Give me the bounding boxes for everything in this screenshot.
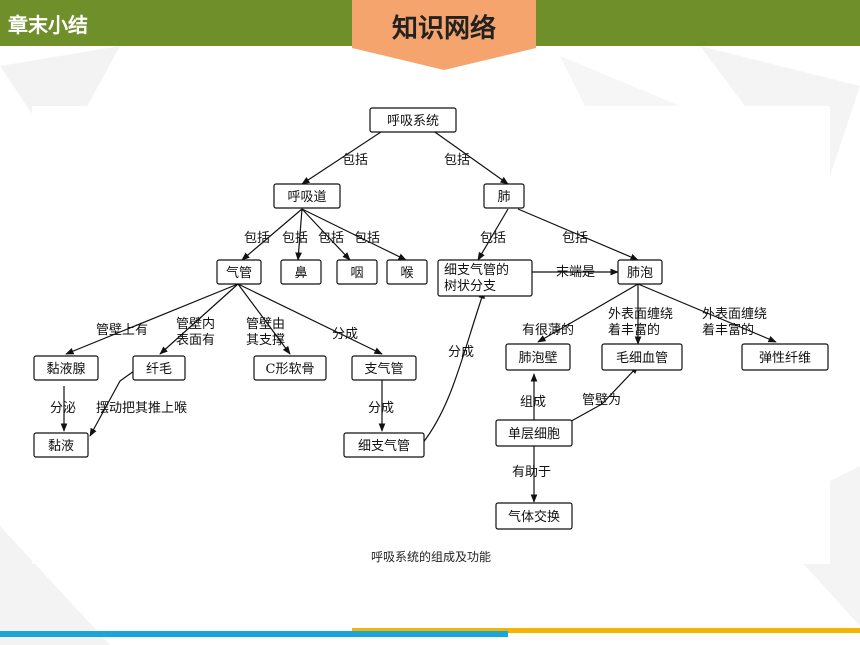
- label-branch-1: 分成: [332, 327, 358, 342]
- node-lung: 肺: [497, 190, 510, 205]
- node-monolayer: 单层细胞: [508, 427, 560, 442]
- node-capillary: 毛细血管: [616, 351, 668, 366]
- label-branch-2: 分成: [368, 401, 394, 416]
- footer-accent-blue: [0, 631, 508, 637]
- node-trachea: 气管: [226, 265, 252, 281]
- label-secrete: 分泌: [50, 401, 76, 416]
- node-elastic-fiber: 弹性纤维: [759, 351, 811, 366]
- node-larynx: 喉: [400, 266, 413, 281]
- label-include-4: 包括: [282, 231, 308, 246]
- section-label: 章末小结: [8, 13, 88, 37]
- label-include-3: 包括: [244, 231, 270, 246]
- label-include-2: 包括: [444, 153, 470, 168]
- label-branch-3: 分成: [448, 345, 474, 360]
- concept-map: 呼吸系统 呼吸道 肺 气管 鼻 咽 喉 细支气管的树状分支 肺泡 黏液腺 纤毛 …: [32, 106, 830, 564]
- label-composed: 组成: [520, 395, 546, 410]
- node-pharynx: 咽: [350, 266, 363, 281]
- label-include-1: 包括: [342, 153, 368, 168]
- label-inner-surface-1: 管壁内: [176, 316, 215, 332]
- label-supported-1: 管壁由: [246, 317, 285, 332]
- diagram-caption: 呼吸系统的组成及功能: [371, 549, 491, 564]
- node-bronchus: 支气管: [364, 361, 403, 377]
- node-gas-exchange: 气体交换: [508, 509, 560, 525]
- label-include-7: 包括: [480, 231, 506, 246]
- node-respiratory-system: 呼吸系统: [387, 114, 439, 129]
- label-wrapped-1b: 着丰富的: [608, 322, 660, 338]
- page-title: 知识网络: [391, 14, 496, 44]
- node-airway: 呼吸道: [287, 190, 326, 205]
- label-wrapped-2a: 外表面缠绕: [702, 306, 767, 322]
- node-alveolus: 肺泡: [627, 266, 653, 281]
- label-wall-has: 管壁上有: [96, 323, 148, 338]
- label-thin: 有很薄的: [522, 322, 574, 338]
- node-small-bronchi: 细支气管: [358, 438, 410, 454]
- node-bronchiole-tree: 细支气管的树状分支: [444, 262, 509, 294]
- node-nose: 鼻: [294, 265, 307, 281]
- label-wall-is: 管壁为: [582, 393, 621, 408]
- label-helps: 有助于: [512, 465, 551, 480]
- label-wrapped-2b: 着丰富的: [702, 322, 754, 338]
- label-supported-2: 其支撑: [246, 333, 285, 348]
- label-include-8: 包括: [562, 231, 588, 246]
- node-mucus: 黏液: [48, 438, 74, 454]
- node-alveolar-wall: 肺泡壁: [518, 351, 557, 366]
- label-inner-surface-2: 表面有: [176, 333, 215, 348]
- title-tab: [352, 0, 536, 70]
- footer-accent-yellow: [352, 628, 860, 633]
- node-mucous-gland: 黏液腺: [46, 361, 85, 377]
- label-terminal-is: 末端是: [556, 265, 595, 280]
- label-include-6: 包括: [354, 231, 380, 246]
- label-wrapped-1a: 外表面缠绕: [608, 306, 673, 322]
- node-cilia: 纤毛: [146, 362, 172, 377]
- node-c-cartilage: C形软骨: [266, 362, 315, 377]
- label-sweep: 摆动把其推上喉: [96, 401, 187, 416]
- label-include-5: 包括: [318, 231, 344, 246]
